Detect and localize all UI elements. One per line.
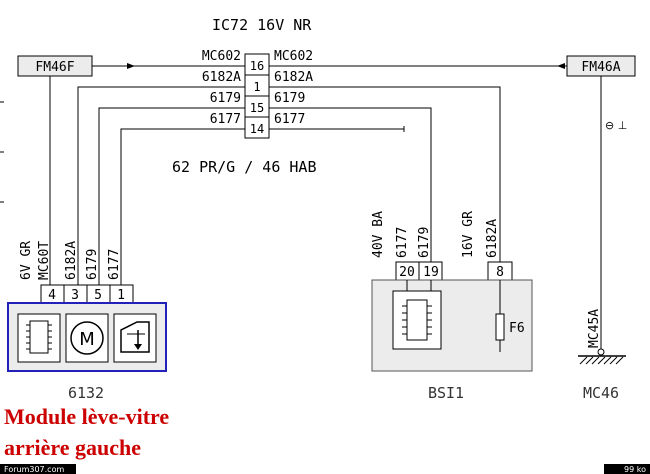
pin-label: 1 xyxy=(253,80,260,94)
pin-label: 5 xyxy=(94,288,102,303)
ground-symbol-icon: ⊖ ⊥ xyxy=(605,119,627,132)
window-switch-icon xyxy=(113,313,157,363)
motor-pin-strip: 4 3 5 1 xyxy=(40,284,134,304)
pin-label: 8 xyxy=(496,265,504,280)
chip-icon xyxy=(392,290,442,350)
connector-header: IC72 16V NR xyxy=(212,16,312,34)
chip-icon xyxy=(17,313,61,363)
wire-label: 6182A xyxy=(485,219,500,258)
bsi-connector-labels: 40V BA 6177 6179 16V GR 6182A xyxy=(371,211,500,258)
wire-label: 6179 xyxy=(85,249,100,280)
bsi-module-ref: BSI1 xyxy=(428,384,464,402)
wire-label: MC602 xyxy=(274,49,313,64)
wire-label: 6179 xyxy=(417,227,432,258)
pin-label: 20 xyxy=(399,265,415,280)
wire-label: MC60T xyxy=(37,241,52,280)
ground-tag-right-label: FM46A xyxy=(581,60,620,75)
bsi-pin-strip-a: 20 19 xyxy=(395,261,443,281)
bsi-module-box: F6 xyxy=(371,279,533,372)
connector-spec: 6V GR xyxy=(19,241,34,280)
fuse-label: F6 xyxy=(509,321,525,336)
pin-label: 3 xyxy=(71,288,79,303)
pin-label: 19 xyxy=(423,265,439,280)
footer-site: Forum307.com xyxy=(4,465,64,474)
bsi-pin-strip-b: 8 xyxy=(487,261,513,281)
ic72-connector: 16 1 15 14 xyxy=(244,53,270,139)
harness-note: 62 PR/G / 46 HAB xyxy=(172,158,317,176)
wire-label: 6177 xyxy=(107,249,122,280)
connector-spec: 40V BA xyxy=(371,211,386,258)
pin-label: 16 xyxy=(250,59,264,73)
wire-label: 6182A xyxy=(64,241,79,280)
wire-label: MC45A xyxy=(587,309,602,348)
pin-label: 14 xyxy=(250,122,264,136)
ground-tag-left-label: FM46F xyxy=(35,60,74,75)
wire-label: 6179 xyxy=(210,91,241,106)
pin-label: 4 xyxy=(48,288,56,303)
wire-label: 6182A xyxy=(274,70,313,85)
wire-label: 6177 xyxy=(274,112,305,127)
wire-label: 6179 xyxy=(274,91,305,106)
motor-module-ref: 6132 xyxy=(68,384,104,402)
motor-connector-labels: 6V GR MC60T 6182A 6179 6177 xyxy=(19,241,122,280)
caption-line-2: arrière gauche xyxy=(4,435,141,460)
connector-spec: 16V GR xyxy=(461,211,476,258)
wire-labels-ic72: MC602 MC602 6182A 6182A 6179 6179 6177 6… xyxy=(202,49,313,127)
ground-symbol xyxy=(578,348,626,365)
margin-ticks xyxy=(0,101,4,203)
pin-label: 15 xyxy=(250,101,264,115)
motor-icon: M xyxy=(65,313,109,363)
footer-bar: Forum307.com 99 ko xyxy=(0,464,650,474)
wire-label: 6182A xyxy=(202,70,241,85)
ground-tag-left: FM46F xyxy=(17,55,93,77)
ground-tag-right: FM46A xyxy=(566,55,636,77)
wires xyxy=(49,65,602,352)
pin-label: 1 xyxy=(117,288,125,303)
svg-text:M: M xyxy=(79,329,95,350)
arrow-icon xyxy=(127,63,565,69)
wire-label: 6177 xyxy=(210,112,241,127)
fuse-icon xyxy=(495,280,505,352)
footer-size: 99 ko xyxy=(624,465,646,474)
wire-label: MC602 xyxy=(202,49,241,64)
ground-ref: MC46 xyxy=(583,384,619,402)
motor-module-box: M xyxy=(7,302,167,372)
wire-label: 6177 xyxy=(395,227,410,258)
caption-line-1: Module lève-vitre xyxy=(4,404,169,429)
